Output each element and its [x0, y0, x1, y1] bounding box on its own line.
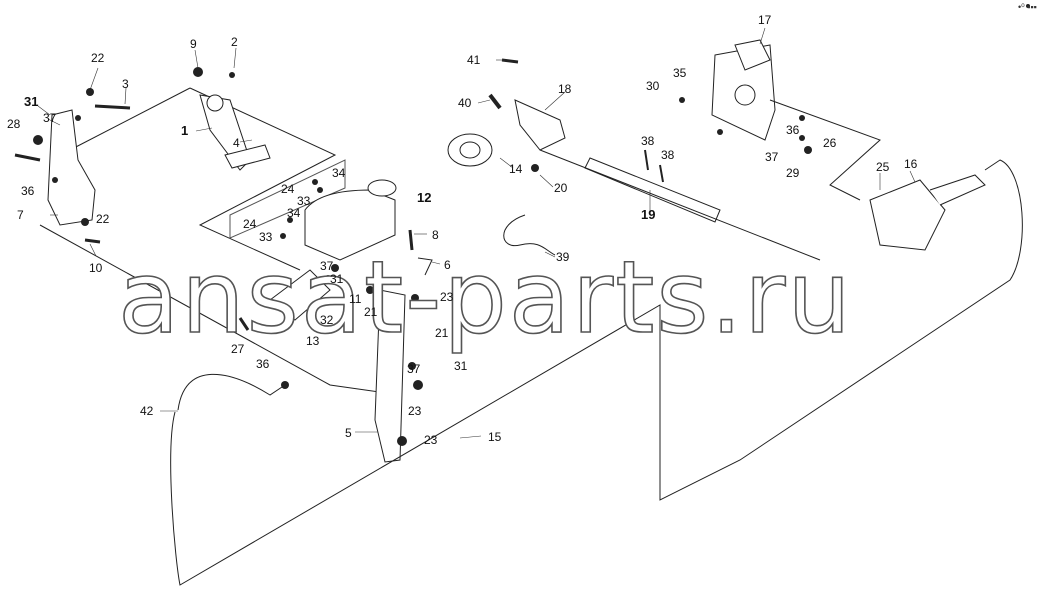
callout-6: 6	[444, 258, 451, 272]
pipe-42	[170, 159, 1023, 586]
callout-37a: 37	[43, 111, 57, 125]
callout-34b: 34	[287, 206, 301, 220]
reference-line-right	[769, 99, 881, 201]
spring-40	[488, 93, 502, 110]
callout-27: 27	[231, 342, 245, 356]
release-bearing-14	[447, 133, 493, 167]
bracket-5	[374, 289, 406, 463]
bracket-7	[47, 109, 96, 226]
master-cylinder-13	[269, 269, 331, 321]
callout-26: 26	[823, 136, 837, 150]
callout-23c: 23	[424, 433, 438, 447]
callout-29: 29	[786, 166, 800, 180]
callout-32: 32	[320, 313, 334, 327]
callout-33a: 33	[297, 194, 311, 208]
callout-15: 15	[488, 430, 502, 444]
callout-34a: 34	[332, 166, 346, 180]
callout-31a: 31	[24, 94, 39, 109]
pedal-pad-4	[224, 144, 271, 169]
callout-22a: 22	[91, 51, 105, 65]
callout-20: 20	[554, 181, 568, 195]
callout-24a: 24	[281, 182, 295, 196]
hose-39	[503, 214, 556, 256]
callout-7: 7	[17, 208, 24, 222]
callout-21a: 21	[364, 305, 378, 319]
reservoir-12	[304, 189, 396, 261]
corner-mark: •⁰ ▪▪▪	[1018, 2, 1037, 12]
callout-24b: 24	[243, 217, 257, 231]
pedal-pivot	[206, 94, 224, 112]
callout-30: 30	[646, 79, 660, 93]
release-fork-18	[514, 99, 566, 151]
pin-38a	[644, 149, 649, 171]
callout-4: 4	[233, 136, 240, 150]
callout-14: 14	[509, 162, 523, 176]
callout-8: 8	[432, 228, 439, 242]
reservoir-outline-box	[229, 159, 346, 239]
pedal-bracket-outline	[189, 87, 337, 271]
callout-31c: 31	[454, 359, 468, 373]
callout-31b: 31	[330, 272, 344, 286]
callout-28: 28	[7, 117, 21, 131]
callout-17: 17	[758, 13, 772, 27]
callout-25: 25	[876, 160, 890, 174]
callout-38b: 38	[661, 148, 675, 162]
callout-37d: 37	[765, 150, 779, 164]
callout-23b: 23	[408, 404, 422, 418]
pin-10	[84, 238, 101, 244]
callout-37b: 37	[320, 259, 334, 273]
pipe-42-upper	[177, 373, 286, 411]
reference-line-left	[69, 87, 191, 151]
callout-3: 3	[122, 77, 129, 91]
callout-33b: 33	[259, 230, 273, 244]
callout-22b: 22	[96, 212, 110, 226]
clip-41	[501, 58, 519, 64]
callout-2: 2	[231, 35, 238, 49]
callout-16: 16	[904, 157, 918, 171]
callout-1: 1	[181, 123, 189, 138]
callout-18: 18	[558, 82, 572, 96]
callout-36c: 36	[786, 123, 800, 137]
callout-41: 41	[467, 53, 481, 67]
callout-39: 39	[556, 250, 570, 264]
booster-16	[869, 179, 946, 251]
callout-12: 12	[417, 190, 432, 205]
callout-37c: 37	[407, 362, 421, 376]
callout-36b: 36	[256, 357, 270, 371]
pin-38b	[659, 164, 664, 183]
callout-9: 9	[190, 37, 197, 51]
callout-42: 42	[140, 404, 154, 418]
callout-19: 19	[641, 207, 656, 222]
callout-5: 5	[345, 426, 352, 440]
spring-3	[94, 104, 131, 110]
callout-40: 40	[458, 96, 472, 110]
shaft-19	[584, 157, 721, 223]
callout-35: 35	[673, 66, 687, 80]
reservoir-cap	[367, 179, 397, 197]
bolt-28	[14, 153, 41, 162]
callout-23a: 23	[440, 290, 454, 304]
callout-36a: 36	[21, 184, 35, 198]
callout-38a: 38	[641, 134, 655, 148]
callout-21b: 21	[435, 326, 449, 340]
bolt-27	[238, 317, 250, 331]
clip-6	[417, 257, 433, 276]
callout-11: 11	[349, 292, 362, 306]
pin-8	[408, 229, 414, 251]
callout-10: 10	[89, 261, 103, 275]
callout-13: 13	[306, 334, 320, 348]
